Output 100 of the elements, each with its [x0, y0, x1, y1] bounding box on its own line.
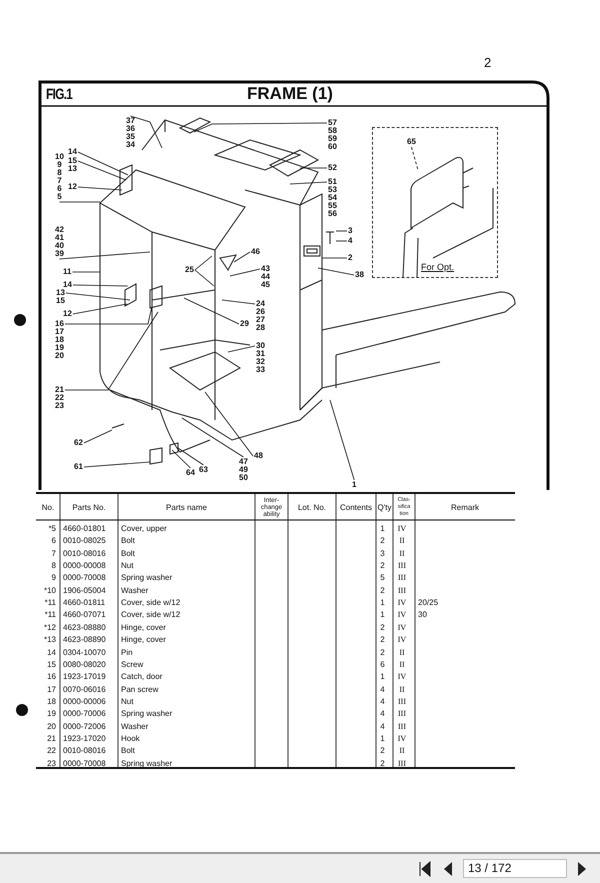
quantity: 1 — [379, 732, 386, 745]
leader-line — [290, 182, 328, 184]
classification: III — [397, 560, 407, 572]
page-number: 2 — [484, 55, 492, 70]
classification: IV — [396, 634, 408, 646]
item-number: 23 — [46, 758, 56, 770]
callout-number: 61 — [74, 463, 83, 471]
leader-line — [318, 268, 354, 276]
classification: IV — [396, 732, 408, 745]
quantity: 2 — [379, 560, 386, 572]
leader-line — [78, 152, 128, 176]
part-number: 0010-08025 — [63, 535, 106, 548]
quantity: 2 — [379, 535, 386, 548]
part-number: 0000-70008 — [63, 572, 106, 584]
callout-number: 11 — [63, 268, 72, 276]
callout-number: 65 — [407, 138, 416, 146]
quantity: 2 — [379, 646, 386, 658]
leader-line — [64, 306, 152, 324]
parts-name: Hook — [121, 732, 140, 745]
quantity: 4 — [379, 720, 386, 733]
inset-caption: For Opt. — [421, 262, 454, 272]
callout-number: 48 — [254, 452, 263, 460]
quantity: 1 — [379, 609, 386, 622]
item-number: 8 — [50, 560, 56, 572]
item-number: 9 — [50, 572, 56, 584]
parts-name: Bolt — [121, 548, 135, 560]
callout-number: 2 — [348, 254, 352, 262]
leader-line — [204, 392, 254, 456]
leader-line — [194, 122, 328, 132]
parts-name: Hinge, cover — [121, 634, 166, 646]
leader-line — [194, 270, 214, 286]
callout-number: 25 — [185, 266, 194, 274]
leader-line — [72, 284, 128, 286]
callout-number: 10 9 8 7 6 5 — [55, 153, 64, 201]
leader-line — [84, 430, 112, 444]
classification: IV — [396, 597, 408, 610]
callout-number: 12 — [63, 310, 72, 318]
quantity: 2 — [379, 584, 386, 597]
leader-line — [336, 230, 348, 232]
leader-line — [184, 298, 240, 324]
callout-number: 38 — [355, 271, 364, 279]
parts-name: Pin — [121, 646, 133, 658]
classification: III — [397, 708, 407, 720]
part-number: 0000-00006 — [63, 696, 106, 708]
part-number: 0010-08016 — [63, 745, 106, 758]
callout-number: 13 15 — [56, 289, 65, 305]
item-number: 7 — [50, 548, 56, 560]
callout-number: 51 53 54 55 56 — [328, 178, 337, 218]
column-header: Q'ty — [376, 502, 392, 514]
quantity: 5 — [379, 572, 386, 584]
classification: III — [397, 720, 407, 733]
leader-line — [172, 450, 191, 468]
parts-name: Cover, side w/12 — [121, 609, 180, 622]
classification: III — [397, 696, 407, 708]
parts-name: Hinge, cover — [121, 622, 166, 634]
classification: III — [397, 572, 407, 584]
leader-line — [411, 146, 418, 170]
part-number: 4660-01811 — [63, 597, 106, 610]
quantity: 4 — [379, 708, 386, 720]
classification: II — [398, 535, 406, 548]
quantity: 4 — [379, 696, 386, 708]
column-header: Parts No. — [71, 502, 107, 514]
parts-name: Cover, upper — [121, 523, 167, 535]
parts-name: Pan screw — [121, 684, 158, 696]
leader-line — [336, 240, 348, 242]
column-header: Contents — [338, 502, 374, 514]
page-number-field: 13 / 172 — [463, 859, 567, 878]
classification: III — [397, 584, 407, 597]
leader-line — [178, 448, 204, 466]
part-number: 0304-10070 — [63, 646, 106, 658]
part-number: 0000-00008 — [63, 560, 106, 572]
part-number: 1906-05004 — [63, 584, 106, 597]
leader-line — [234, 252, 250, 262]
item-number: 21 — [46, 732, 56, 745]
part-number: 1923-17019 — [63, 671, 106, 684]
item-number: 14 — [46, 646, 56, 658]
parts-name: Nut — [121, 696, 134, 708]
item-number: 17 — [46, 684, 56, 696]
remark: 30 — [418, 609, 427, 622]
quantity: 3 — [379, 548, 386, 560]
item-number: *11 — [44, 597, 56, 610]
parts-name: Catch, door — [121, 671, 162, 684]
leader-line — [330, 400, 355, 480]
parts-name: Spring washer — [121, 708, 172, 720]
column-header: Remark — [450, 502, 480, 514]
quantity: 2 — [379, 758, 386, 770]
part-number: 0080-08020 — [63, 658, 106, 671]
callout-number: 30 31 32 33 — [256, 342, 265, 374]
classification: IV — [396, 609, 408, 622]
quantity: 2 — [379, 745, 386, 758]
callout-number: 37 36 35 34 — [126, 117, 135, 149]
quantity: 1 — [379, 597, 386, 610]
callout-number: 3 — [348, 227, 352, 235]
leader-line — [66, 292, 130, 300]
part-number: 0000-70006 — [63, 708, 106, 720]
callout-number: 42 41 40 39 — [55, 226, 64, 258]
leader-line — [182, 418, 244, 458]
leader-line — [222, 300, 256, 304]
item-number: *5 — [47, 523, 56, 535]
quantity: 1 — [379, 671, 386, 684]
